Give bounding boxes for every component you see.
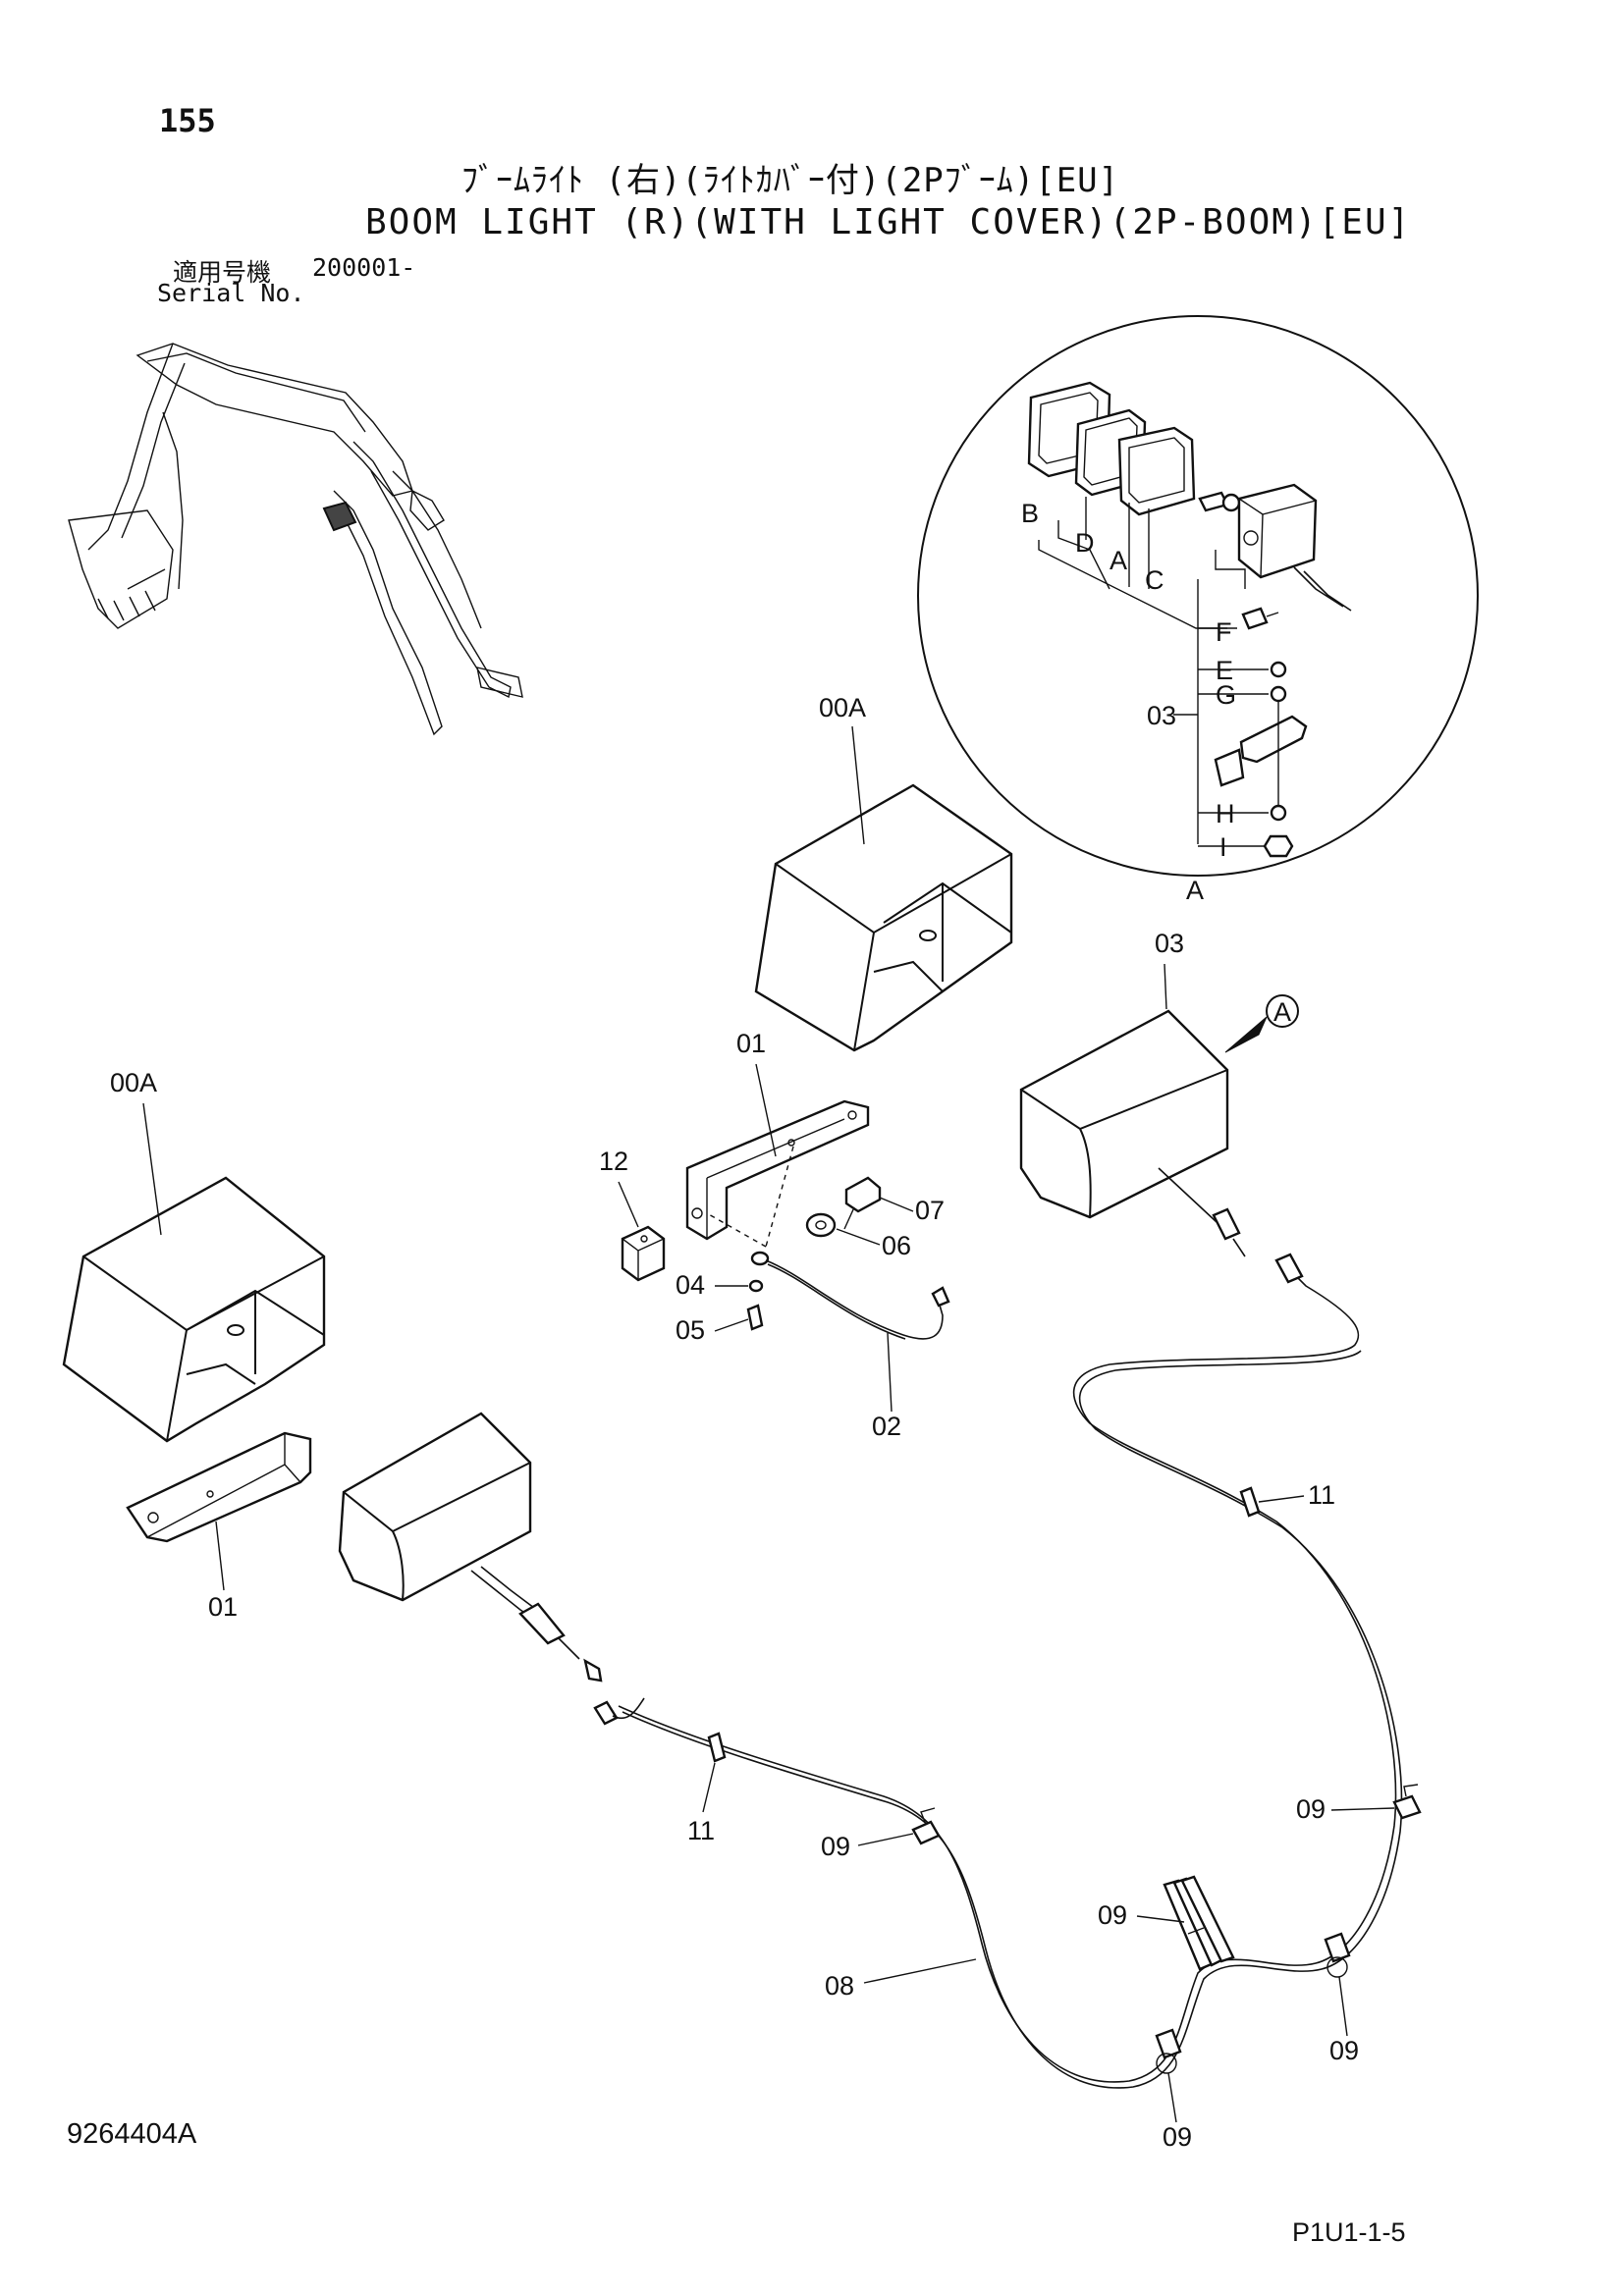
- callout-03: 03: [1155, 929, 1184, 958]
- leader-09-d: [1338, 1976, 1348, 2037]
- leader-08: [863, 1958, 977, 1984]
- detail-view-marker-label: A: [1273, 997, 1291, 1027]
- detail-leader-lines: [1038, 497, 1279, 847]
- leader-09-e: [1167, 2072, 1177, 2123]
- serial-label: Serial No.: [157, 279, 305, 307]
- detail-label-f: F: [1216, 617, 1232, 647]
- light-cover-upper: [754, 783, 1013, 1052]
- page-number: 155: [159, 102, 216, 139]
- rubber-block: [621, 1225, 666, 1282]
- page-title: BOOM LIGHT (R)(WITH LIGHT COVER)(2P-BOOM…: [365, 202, 1412, 242]
- leader-12: [618, 1181, 639, 1228]
- main-harness: [593, 1253, 1403, 2089]
- serial-number-range: 200001-: [312, 253, 416, 282]
- clip-09-a: [911, 1807, 941, 1845]
- boom-light-right: [1019, 1009, 1246, 1257]
- clip-09-e: [1155, 2028, 1182, 2074]
- detail-label-b: B: [1021, 499, 1039, 528]
- detail-label-a: A: [1110, 546, 1127, 575]
- leader-01-center: [755, 1063, 777, 1157]
- callout-08: 08: [825, 1971, 854, 2001]
- drawing-number: 9264404A: [67, 2118, 197, 2150]
- leader-09-a: [857, 1833, 914, 1846]
- leader-09-b: [1136, 1915, 1185, 1923]
- detail-label-g: G: [1216, 680, 1236, 710]
- small-screw: [746, 1304, 764, 1331]
- detail-lamp-assembly: [1027, 381, 1352, 858]
- light-cover-left: [62, 1176, 326, 1443]
- callout-01-center: 01: [736, 1029, 766, 1058]
- excavator-locator-illustration: [68, 343, 523, 736]
- clip-09-b: [1163, 1875, 1235, 1971]
- leader-11-lower: [702, 1762, 716, 1813]
- leader-03: [1164, 963, 1167, 1010]
- cable-band-lower: [707, 1732, 727, 1763]
- detail-view-marker: [1224, 994, 1299, 1053]
- page-code: P1U1-1-5: [1292, 2217, 1406, 2247]
- bracket-center: [685, 1099, 870, 1241]
- cable-band-upper: [1239, 1486, 1261, 1518]
- callout-00a-left: 00A: [110, 1068, 157, 1097]
- leader-02: [887, 1332, 893, 1413]
- callout-09-a: 09: [821, 1832, 850, 1861]
- callout-06: 06: [882, 1231, 911, 1260]
- detail-label-e: E: [1216, 656, 1233, 685]
- clip-09-d: [1324, 1932, 1351, 1978]
- leader-05: [714, 1318, 749, 1332]
- detail-view-label: A: [1186, 876, 1204, 905]
- callout-07: 07: [915, 1196, 945, 1225]
- assembly-guide-lines: [706, 1146, 794, 1248]
- leader-00a-upper: [851, 725, 865, 845]
- lock-washer: [748, 1279, 764, 1293]
- callout-09-c: 09: [1296, 1794, 1326, 1824]
- boom-light-left: [338, 1412, 603, 1682]
- bracket-left: [126, 1431, 312, 1543]
- callout-11-lower: 11: [687, 1816, 715, 1845]
- leader-00a-left: [142, 1102, 162, 1236]
- callout-12: 12: [599, 1147, 628, 1176]
- callout-09-e: 09: [1163, 2122, 1192, 2152]
- detail-callout-03: 03: [1147, 701, 1176, 730]
- detail-view-circle: [917, 315, 1479, 877]
- callout-04: 04: [676, 1270, 705, 1300]
- page-title-japanese: ﾌﾞｰﾑﾗｲﾄ (右)(ﾗｲﾄｶﾊﾞｰ付)(2Pﾌﾞｰﾑ)[EU]: [461, 161, 1120, 200]
- callout-09-b: 09: [1098, 1900, 1127, 1930]
- detail-label-d: D: [1075, 528, 1095, 558]
- leader-11-upper: [1258, 1495, 1305, 1503]
- callout-11-upper: 11: [1308, 1480, 1335, 1510]
- ground-harness: [750, 1251, 950, 1340]
- leader-07: [879, 1197, 914, 1212]
- detail-label-i: I: [1219, 832, 1227, 862]
- detail-label-c: C: [1145, 565, 1164, 595]
- callout-09-d: 09: [1329, 2036, 1359, 2065]
- callout-01-left: 01: [208, 1592, 238, 1622]
- bolt-and-washer: [805, 1176, 882, 1238]
- leader-01-left: [215, 1521, 225, 1591]
- detail-label-h: H: [1216, 799, 1235, 828]
- leader-06: [836, 1228, 881, 1246]
- callout-05: 05: [676, 1315, 705, 1345]
- callout-00a-upper: 00A: [819, 693, 866, 722]
- leader-09-c: [1330, 1807, 1395, 1811]
- serial-label-japanese: 適用号機: [173, 258, 272, 287]
- callout-02: 02: [872, 1412, 901, 1441]
- clip-09-c: [1392, 1784, 1422, 1820]
